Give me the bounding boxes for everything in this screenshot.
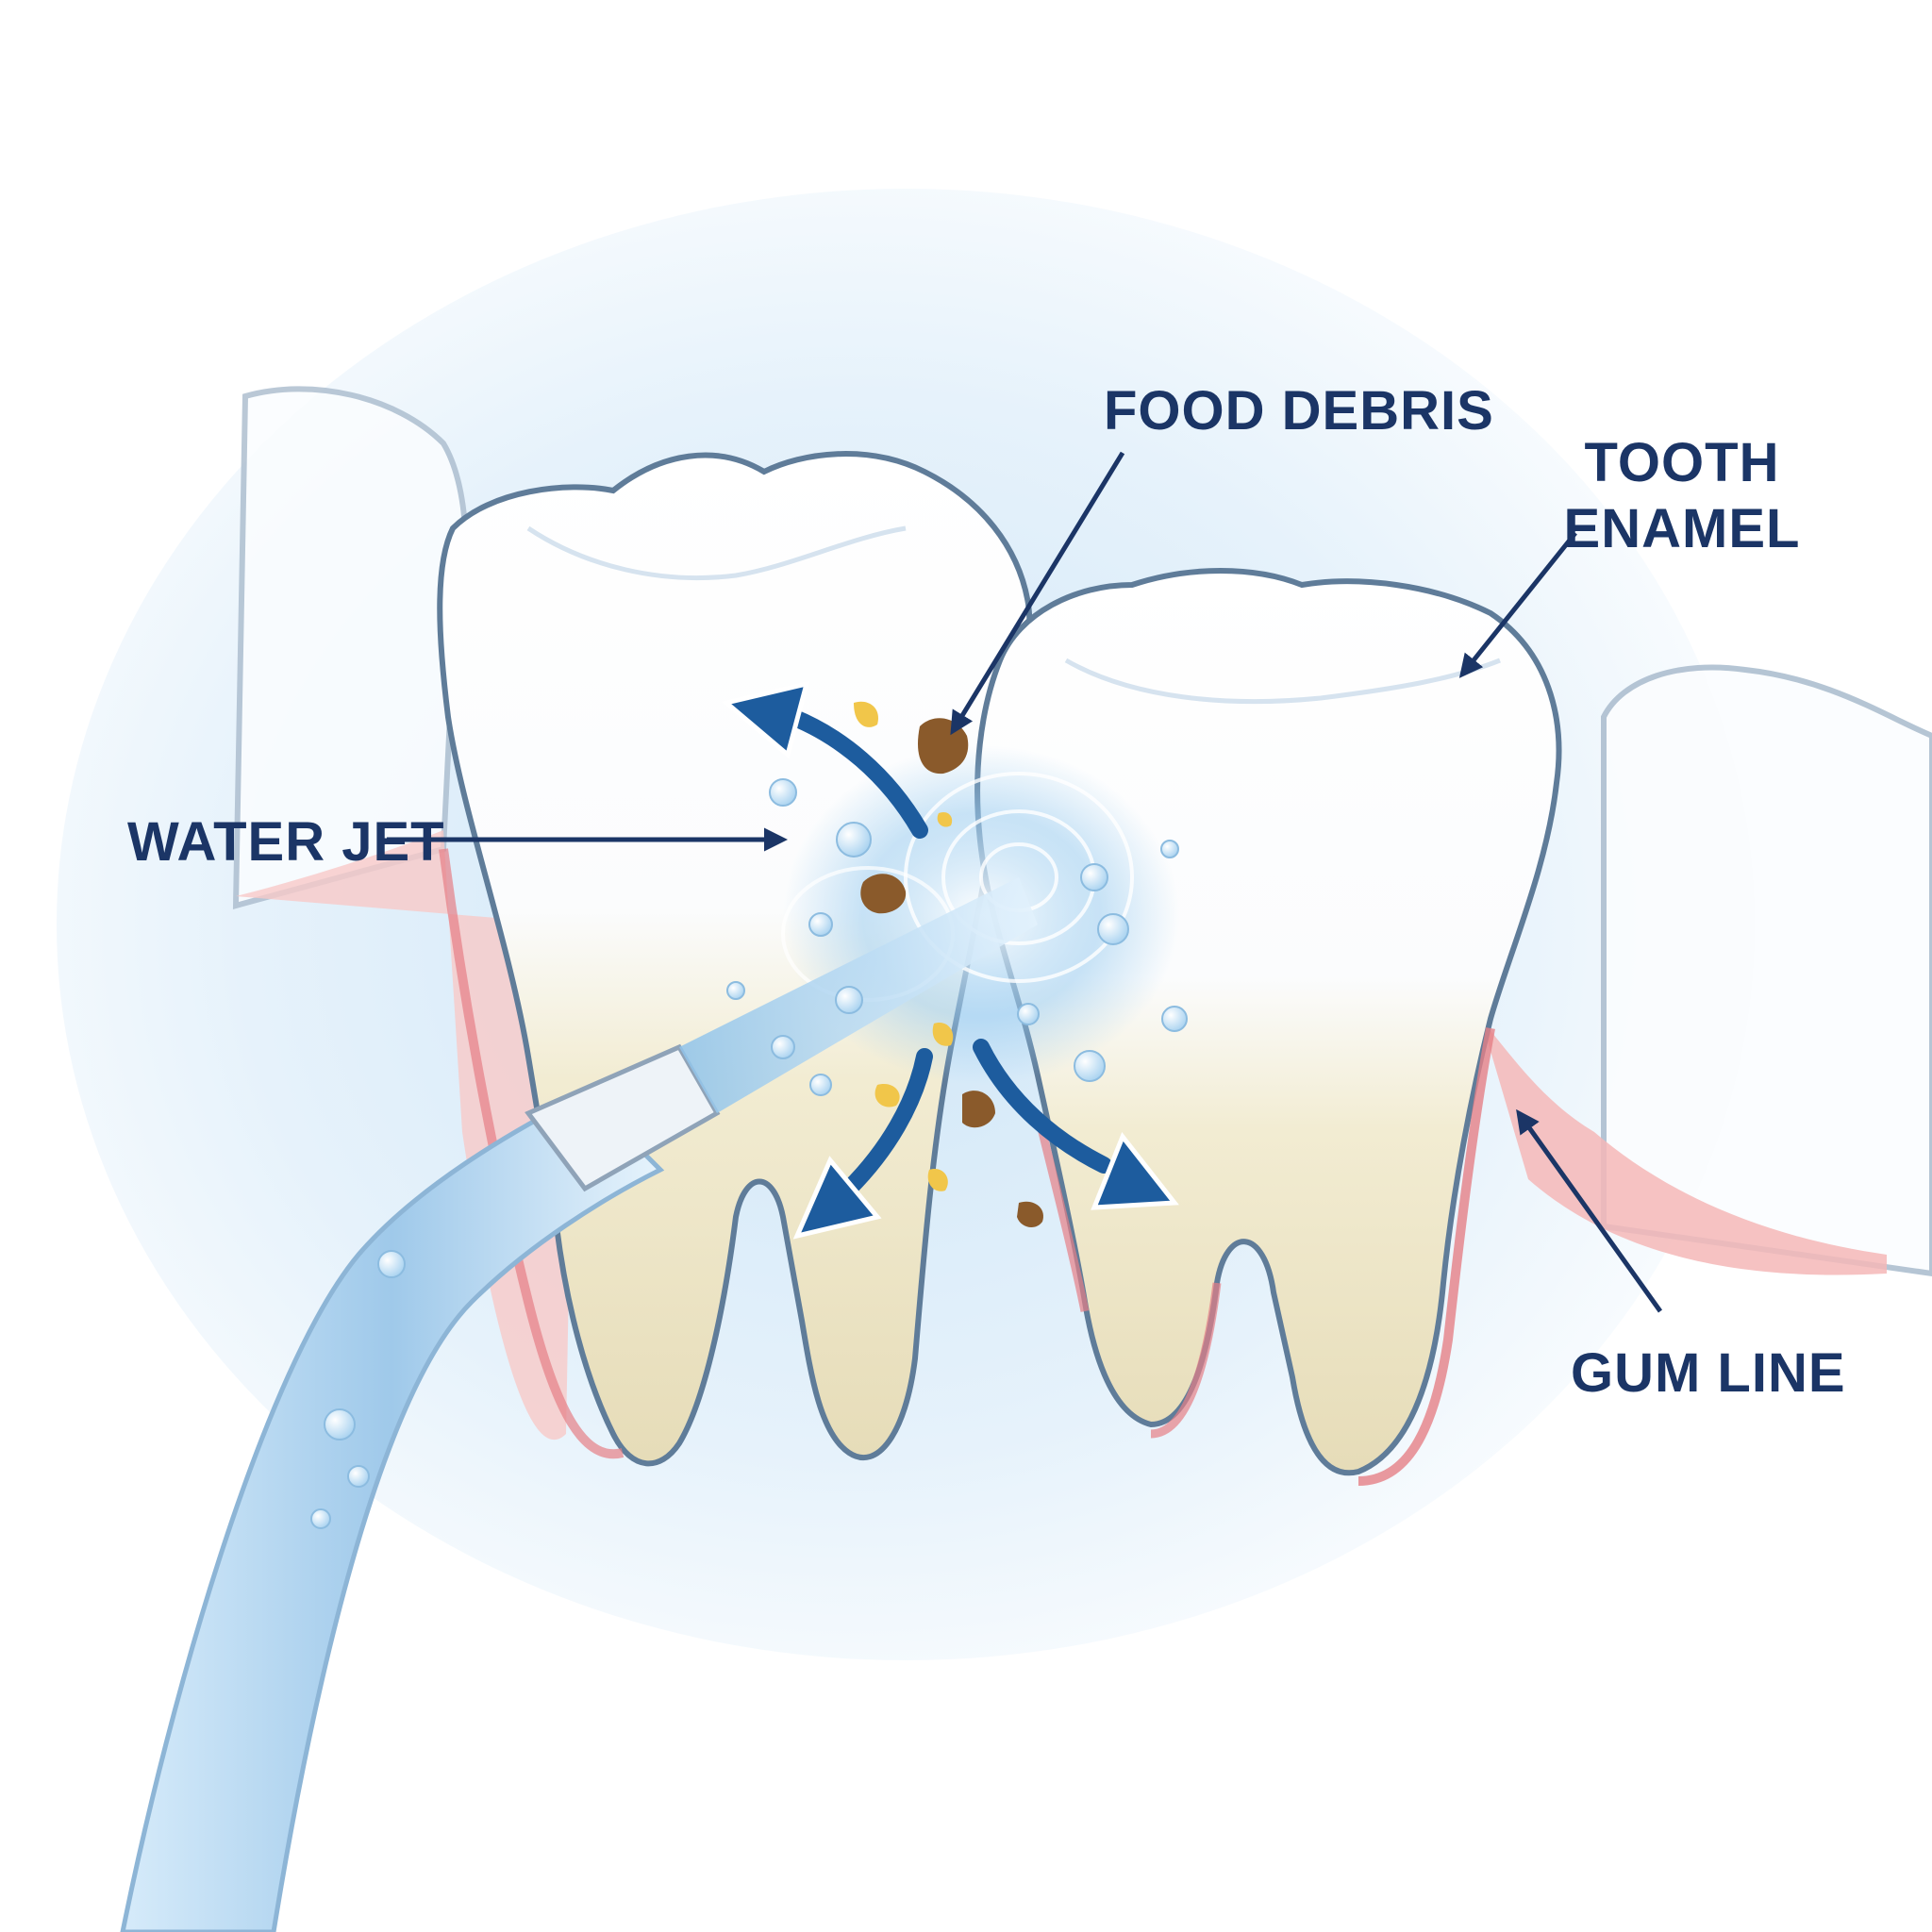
- bubble-icon: [1160, 840, 1179, 858]
- food-particle-icon: [860, 874, 907, 914]
- gum-right: [1481, 1019, 1887, 1275]
- bubble-icon: [310, 1508, 331, 1529]
- bubble-icon: [836, 822, 872, 858]
- bubble-icon: [324, 1408, 356, 1441]
- bubble-icon: [771, 1035, 795, 1059]
- bubbles: [310, 778, 1188, 1529]
- curved-arrow-icon: [784, 708, 928, 839]
- curved-arrow-icon: [973, 1039, 1112, 1174]
- tooth-enamel-leader: [1458, 531, 1577, 678]
- food-particle-icon: [937, 811, 953, 827]
- label-tooth-enamel-line1: TOOTH: [1585, 432, 1780, 493]
- label-tooth-enamel-line2: ENAMEL: [1564, 498, 1801, 559]
- food-particle-icon: [874, 1084, 900, 1108]
- curved-arrow-icon: [792, 1156, 882, 1240]
- bubble-icon: [1074, 1050, 1106, 1082]
- food-particle-icon: [1017, 1201, 1043, 1228]
- label-gum-line: GUM LINE: [1571, 1342, 1846, 1404]
- bubble-icon: [726, 981, 745, 1000]
- food-particle-icon: [927, 1169, 948, 1191]
- gum-outline-right-root: [1357, 1027, 1495, 1486]
- label-water-jet: WATER JET: [127, 811, 445, 873]
- bubble-icon: [835, 986, 863, 1014]
- curved-arrow-icon: [721, 680, 810, 759]
- bubble-icon: [1161, 1006, 1188, 1032]
- food-particle-icon: [854, 701, 878, 727]
- bubble-icon: [808, 912, 833, 937]
- gum-outline-between-roots: [1033, 1111, 1222, 1439]
- curved-arrow-icon: [841, 1048, 933, 1197]
- bubble-icon: [809, 1074, 832, 1096]
- gum-line-leader: [1516, 1108, 1663, 1313]
- bubble-icon: [1017, 1003, 1040, 1025]
- curved-arrow-icon: [1091, 1132, 1179, 1210]
- bubble-icon: [347, 1465, 370, 1488]
- right-neighbor-tooth: [1601, 664, 1932, 1277]
- gum-left: [236, 830, 575, 1441]
- bubble-icon: [1097, 913, 1129, 945]
- label-food-debris: FOOD DEBRIS: [1104, 380, 1494, 441]
- food-particle-icon: [932, 1023, 954, 1046]
- flow-arrows: [721, 680, 1179, 1240]
- food-debris: [854, 701, 1043, 1228]
- food-particle-icon: [962, 1091, 995, 1128]
- right-molar: [974, 568, 1562, 1476]
- bubble-icon: [769, 778, 797, 807]
- bubble-icon: [377, 1250, 406, 1278]
- food-debris-leader: [950, 451, 1125, 736]
- bubble-icon: [1080, 863, 1108, 891]
